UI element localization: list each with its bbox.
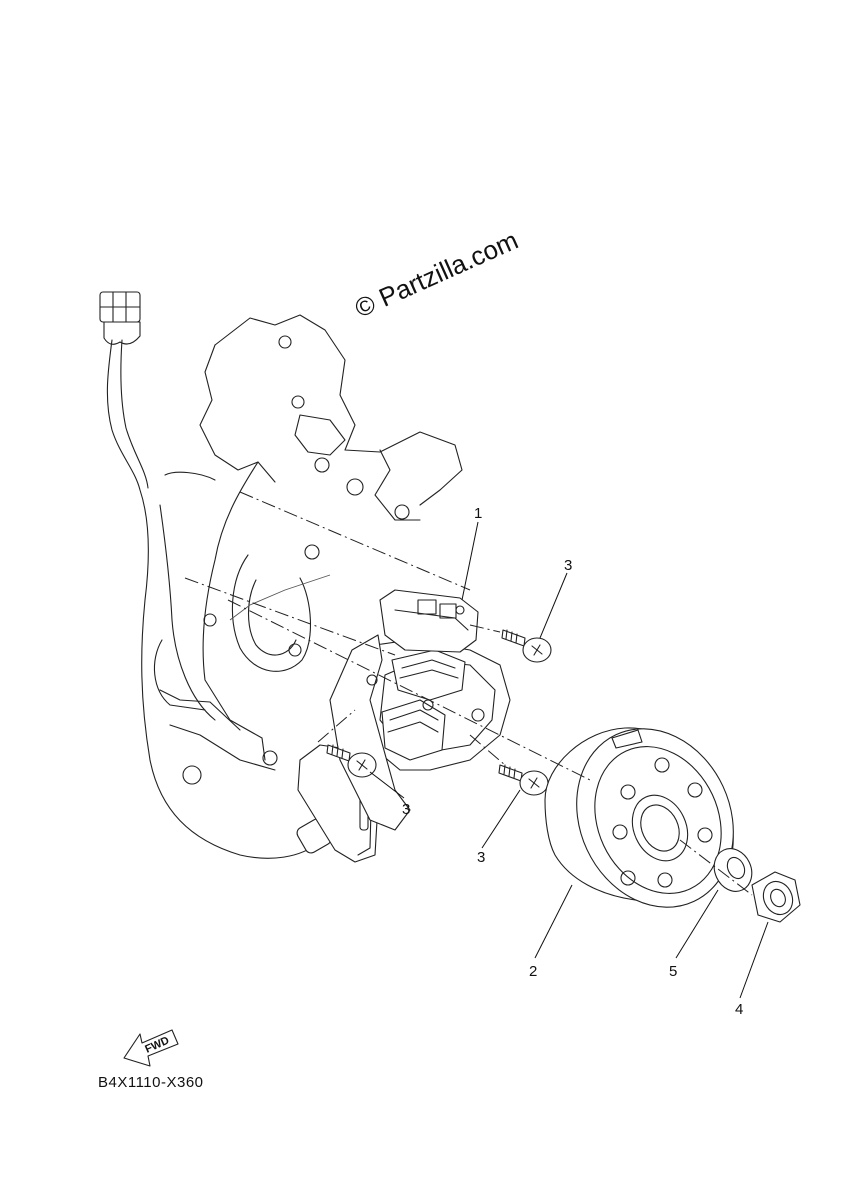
assembly-axes [184, 491, 753, 896]
callout-1: 1 [474, 505, 482, 522]
drawing-code: B4X1110-X360 [98, 1074, 204, 1091]
leader-lines [369, 521, 769, 999]
washer [713, 848, 753, 892]
flange-nut [751, 871, 801, 923]
callout-5: 5 [669, 963, 677, 980]
callout-3-middle: 3 [402, 801, 410, 818]
screw-upper [501, 629, 552, 663]
callout-2: 2 [529, 963, 537, 980]
stator-assembly [329, 589, 511, 831]
callout-4: 4 [735, 1001, 743, 1018]
fwd-arrow: FWD [123, 1029, 179, 1067]
watermark-text: © Partzilla.com [350, 225, 522, 324]
crankcase-outline [153, 314, 463, 785]
wire-harness [99, 291, 332, 859]
callout-3-lower: 3 [477, 849, 485, 866]
flywheel-rotor [544, 727, 734, 908]
screw-lower [498, 764, 549, 796]
callout-3-upper: 3 [564, 557, 572, 574]
screw-middle [326, 744, 377, 778]
